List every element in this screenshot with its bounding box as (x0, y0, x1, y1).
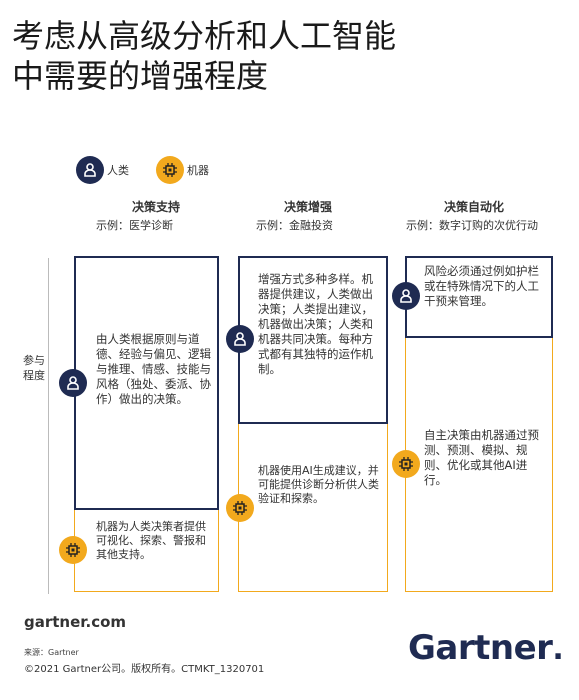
person-icon (76, 156, 104, 184)
chip-icon (392, 450, 420, 478)
gartner-logo: Gartner. (408, 628, 564, 668)
automation-human-text: 风险必须通过例如护栏或在特殊情况下的人工干预来管理。 (424, 264, 539, 308)
column-header-augment: 决策增强 示例：金融投资 (256, 200, 386, 233)
person-icon (59, 369, 87, 397)
page-title: 考虑从高级分析和人工智能 中需要的增强程度 (12, 16, 572, 96)
logo-text: Gartner (408, 628, 553, 668)
person-icon (392, 282, 420, 310)
legend-machine-label: 机器 (187, 164, 209, 177)
column-heading: 决策支持 (131, 200, 180, 214)
logo-dot: . (552, 632, 564, 667)
footer-copyright: ©2021 Gartner公司。版权所有。CTMKT_1320701 (24, 664, 265, 675)
column-example: 示例：金融投资 (256, 219, 333, 232)
footer-url[interactable]: gartner.com (24, 613, 127, 631)
title-line-1: 考虑从高级分析和人工智能 (12, 17, 397, 55)
augment-machine-text: 机器使用AI生成建议，并可能提供诊断分析供人类验证和探索。 (258, 464, 379, 505)
legend-human: 人类 (76, 156, 129, 184)
support-human-box (74, 256, 219, 510)
axis-label: 参与程度 (23, 354, 45, 382)
augment-human-text: 增强方式多种多样。机器提供建议，人类做出决策；人类提出建议，机器做出决策；人类和… (258, 272, 373, 376)
axis-line (48, 258, 49, 594)
chip-icon (156, 156, 184, 184)
footer-source: 来源：Gartner (24, 648, 79, 657)
legend-machine: 机器 (156, 156, 209, 184)
column-example: 示例：数字订购的次优行动 (406, 219, 538, 232)
automation-frame (405, 258, 553, 592)
column-header-automation: 决策自动化 示例：数字订购的次优行动 (406, 200, 566, 233)
title-line-2: 中需要的增强程度 (12, 57, 269, 95)
legend-human-label: 人类 (107, 164, 129, 177)
column-heading: 决策自动化 (444, 200, 505, 214)
chip-icon (59, 536, 87, 564)
column-header-support: 决策支持 示例：医学诊断 (96, 200, 216, 233)
support-machine-text: 机器为人类决策者提供可视化、探索、警报和其他支持。 (96, 520, 206, 561)
augment-frame (238, 258, 388, 592)
column-example: 示例：医学诊断 (96, 219, 173, 232)
support-human-text: 由人类根据原则与道德、经验与偏见、逻辑与推理、情感、技能与风格（独处、委派、协作… (96, 332, 211, 406)
automation-machine-text: 自主决策由机器通过预测、预测、模拟、规则、优化或其他AI进行。 (424, 428, 539, 487)
chip-icon (226, 494, 254, 522)
automation-human-box (405, 256, 553, 338)
person-icon (226, 325, 254, 353)
column-heading: 决策增强 (284, 200, 333, 214)
